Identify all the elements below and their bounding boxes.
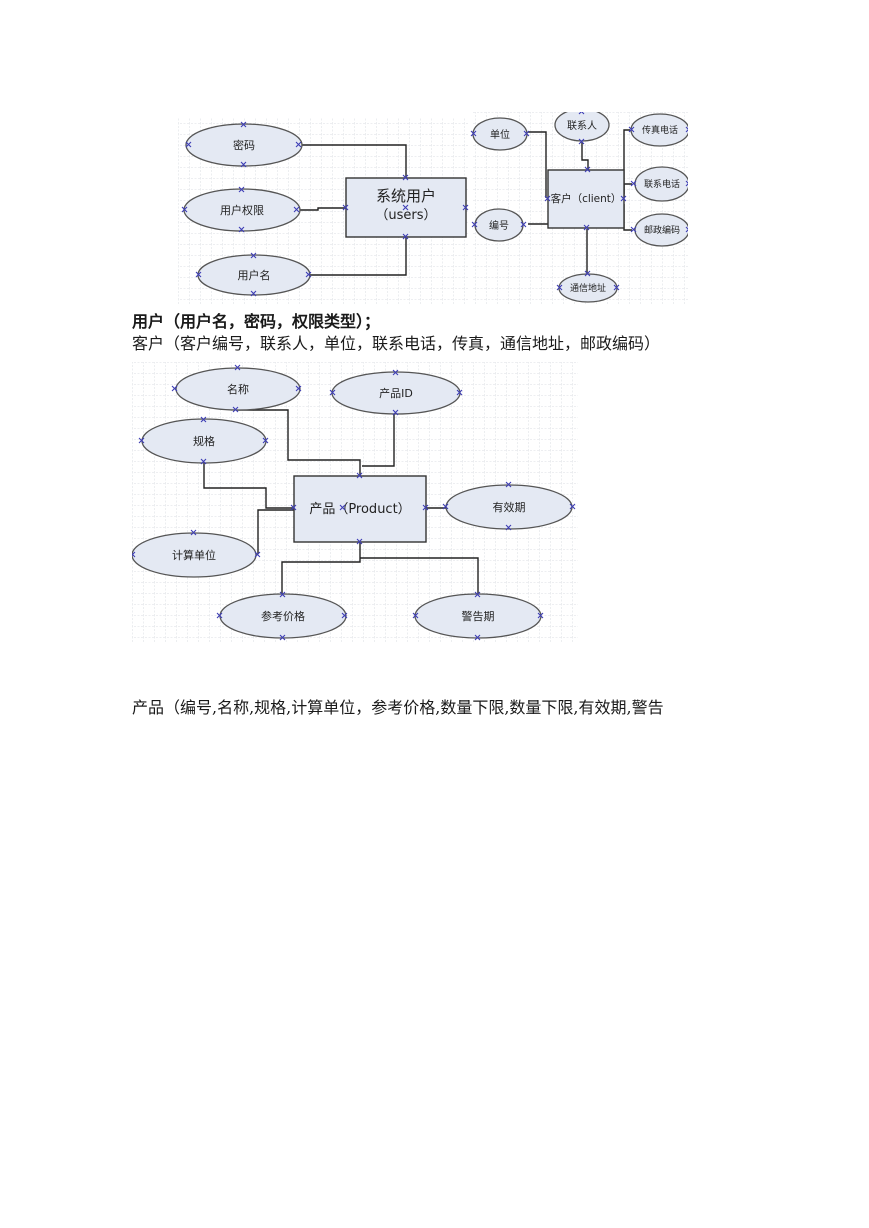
attribute-username[interactable]: 用户名 bbox=[197, 254, 311, 296]
attribute-password[interactable]: 密码 bbox=[185, 123, 303, 167]
entity-product[interactable]: 产品（Product） bbox=[293, 475, 427, 543]
entity-users-label-en: （users） bbox=[375, 208, 436, 223]
attribute-unit[interactable]: 单位 bbox=[472, 117, 528, 151]
connector bbox=[362, 412, 395, 467]
attribute-name[interactable]: 名称 bbox=[175, 367, 301, 411]
attribute-contact[interactable]: 联系人 bbox=[554, 112, 610, 142]
connection-markers bbox=[132, 364, 576, 641]
entity-users-label: 系统用户 bbox=[376, 187, 436, 205]
product-schema-text: 产品（编号,名称,规格,计算单位，参考价格,数量下限,数量下限,有效期,警告 bbox=[132, 698, 664, 717]
attribute-phone-label: 联系电话 bbox=[644, 178, 680, 190]
attribute-contact-label: 联系人 bbox=[567, 120, 597, 132]
attribute-postcode[interactable]: 邮政编码 bbox=[634, 213, 688, 247]
entity-client-label: 客户（client） bbox=[551, 192, 622, 205]
attribute-permission-label: 用户权限 bbox=[220, 203, 264, 217]
attribute-password-label: 密码 bbox=[233, 138, 255, 152]
attribute-number[interactable]: 编号 bbox=[474, 208, 524, 242]
connector bbox=[203, 462, 294, 509]
attribute-expiry[interactable]: 有效期 bbox=[445, 484, 573, 530]
connector bbox=[308, 237, 407, 276]
connector bbox=[360, 557, 479, 598]
attribute-username-label: 用户名 bbox=[238, 268, 271, 282]
users-schema-text: 用户（用户名，密码，权限类型）； bbox=[132, 312, 381, 331]
connector bbox=[236, 409, 361, 476]
attribute-expiry-label: 有效期 bbox=[493, 500, 526, 514]
attribute-address-label: 通信地址 bbox=[570, 282, 606, 294]
attribute-warn-period-label: 警告期 bbox=[462, 609, 495, 623]
entity-client[interactable]: 客户（client） bbox=[547, 169, 625, 229]
entity-product-label: 产品（Product） bbox=[309, 502, 410, 517]
connector bbox=[302, 144, 407, 178]
attribute-unit[interactable]: 计算单位 bbox=[132, 532, 257, 578]
client-schema-text: 客户（客户编号，联系人，单位，联系电话，传真，通信地址，邮政编码） bbox=[132, 334, 661, 353]
er-diagram-product: 产品（Product） 名称 产品ID 规格 有效期 计算单位 参考价格 bbox=[132, 362, 578, 642]
attribute-ref-price[interactable]: 参考价格 bbox=[219, 593, 347, 639]
attribute-unit-label: 单位 bbox=[490, 128, 510, 141]
er-diagram-users-client: 系统用户 （users） 密码 用户权限 用户名 客户（client） bbox=[178, 112, 688, 304]
attribute-phone[interactable]: 联系电话 bbox=[634, 166, 688, 202]
attribute-unit-label: 计算单位 bbox=[172, 548, 216, 562]
connector bbox=[581, 142, 589, 170]
attribute-postcode-label: 邮政编码 bbox=[644, 224, 680, 236]
attribute-warn-period[interactable]: 警告期 bbox=[414, 593, 542, 639]
connector bbox=[300, 207, 346, 211]
attribute-spec[interactable]: 规格 bbox=[141, 418, 267, 464]
attribute-number-label: 编号 bbox=[489, 219, 509, 232]
connector bbox=[281, 542, 361, 598]
connector bbox=[528, 131, 547, 198]
attribute-product-id[interactable]: 产品ID bbox=[331, 371, 461, 415]
attribute-fax[interactable]: 传真电话 bbox=[630, 113, 688, 147]
connector bbox=[257, 509, 294, 554]
attribute-address[interactable]: 通信地址 bbox=[558, 273, 618, 303]
attribute-fax-label: 传真电话 bbox=[642, 124, 678, 136]
attribute-spec-label: 规格 bbox=[193, 434, 215, 448]
attribute-ref-price-label: 参考价格 bbox=[261, 609, 305, 623]
connection-markers bbox=[181, 112, 688, 297]
attribute-name-label: 名称 bbox=[227, 382, 249, 396]
attribute-product-id-label: 产品ID bbox=[379, 386, 413, 400]
attribute-permission[interactable]: 用户权限 bbox=[183, 188, 301, 232]
